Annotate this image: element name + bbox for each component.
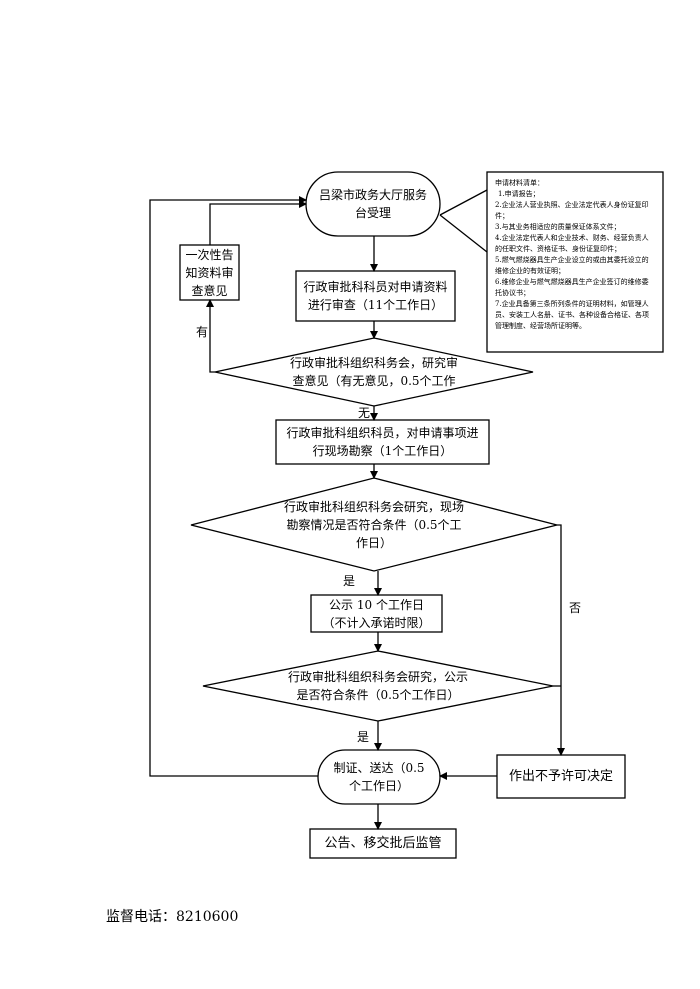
publicity-node: 公示 10 个工作日（不计入承诺时限） <box>322 597 431 630</box>
decision1-node: 行政审批科组织科务会，研究审查意见（有无意见，0.5个工作 <box>289 356 458 388</box>
site-survey-shape <box>275 419 490 465</box>
final-shape <box>309 828 457 859</box>
final-node: 公告、移交批后监管 <box>324 835 442 851</box>
site-survey-node: 行政审批科组织科员，对申请事项进行现场勘察（1个工作日） <box>286 426 479 458</box>
materials-list: 申请材料清单： 1.申请报告； 2.企业法人营业执照、企业法定代表人身份证复印件… <box>489 174 661 350</box>
materials-item: 5.燃气燃烧器具生产企业设立的或由其委托设立的维修企业的有效证明； <box>495 256 649 275</box>
label-no: 否 <box>569 601 582 615</box>
decision2-node: 行政审批科组织科务会研究，现场勘察情况是否符合条件（0.5个工作日） <box>284 500 465 550</box>
arrow-decision1-notify <box>206 299 215 373</box>
materials-box-shape <box>486 171 664 353</box>
label-yes-1: 是 <box>343 574 356 588</box>
label-no-opinion: 无 <box>358 406 371 420</box>
decision1-shape <box>214 337 534 407</box>
label-yes-2: 是 <box>357 730 370 744</box>
reject-shape <box>496 754 626 799</box>
initial-review-node: 行政审批科科员对申请资料进行审查（11个工作日） <box>303 280 448 312</box>
materials-item: 6.维修企业与燃气燃烧器具生产企业签订的维修委托协议书； <box>495 278 649 297</box>
materials-item: 3.与其业务相适应的质量保证体系文件； <box>495 223 621 231</box>
supervision-phone: 监督电话：8210600 <box>106 906 238 926</box>
materials-title: 申请材料清单： <box>495 179 544 187</box>
supervision-phone-number: 8210600 <box>176 909 239 925</box>
notify-node: 一次性告知资料审查意见 <box>185 247 234 298</box>
supervision-phone-label: 监督电话： <box>106 909 176 925</box>
materials-connector-2 <box>439 214 488 253</box>
start-node: 吕梁市政务大厅服务台受理 <box>318 188 427 220</box>
materials-item: 2.企业法人营业执照、企业法定代表人身份证复印件； <box>495 201 649 220</box>
reject-node: 作出不予许可决定 <box>508 768 613 784</box>
materials-item: 1.申请报告； <box>498 190 540 198</box>
decision3-node: 行政审批科组织科务会研究，公示是否符合条件（0.5个工作日） <box>288 670 469 702</box>
materials-item: 4.企业法定代表人和企业技术、财务、经营负责人的任职文件、资格证书、身份证复印件… <box>495 234 649 253</box>
issue-node: 制证、送达（0.5个工作日） <box>333 761 425 793</box>
initial-review-shape <box>295 270 456 322</box>
materials-item: 7.企业具备第三条所列条件的证明材料，如管理人员、安装工人名册、证书、各种设备合… <box>495 300 649 330</box>
arrow-notify-start <box>209 200 307 245</box>
arrow-issue-loop-start <box>149 196 318 777</box>
materials-connector <box>439 189 488 216</box>
label-has-opinion: 有 <box>196 325 209 339</box>
arrow-decision2-reject <box>557 524 565 756</box>
